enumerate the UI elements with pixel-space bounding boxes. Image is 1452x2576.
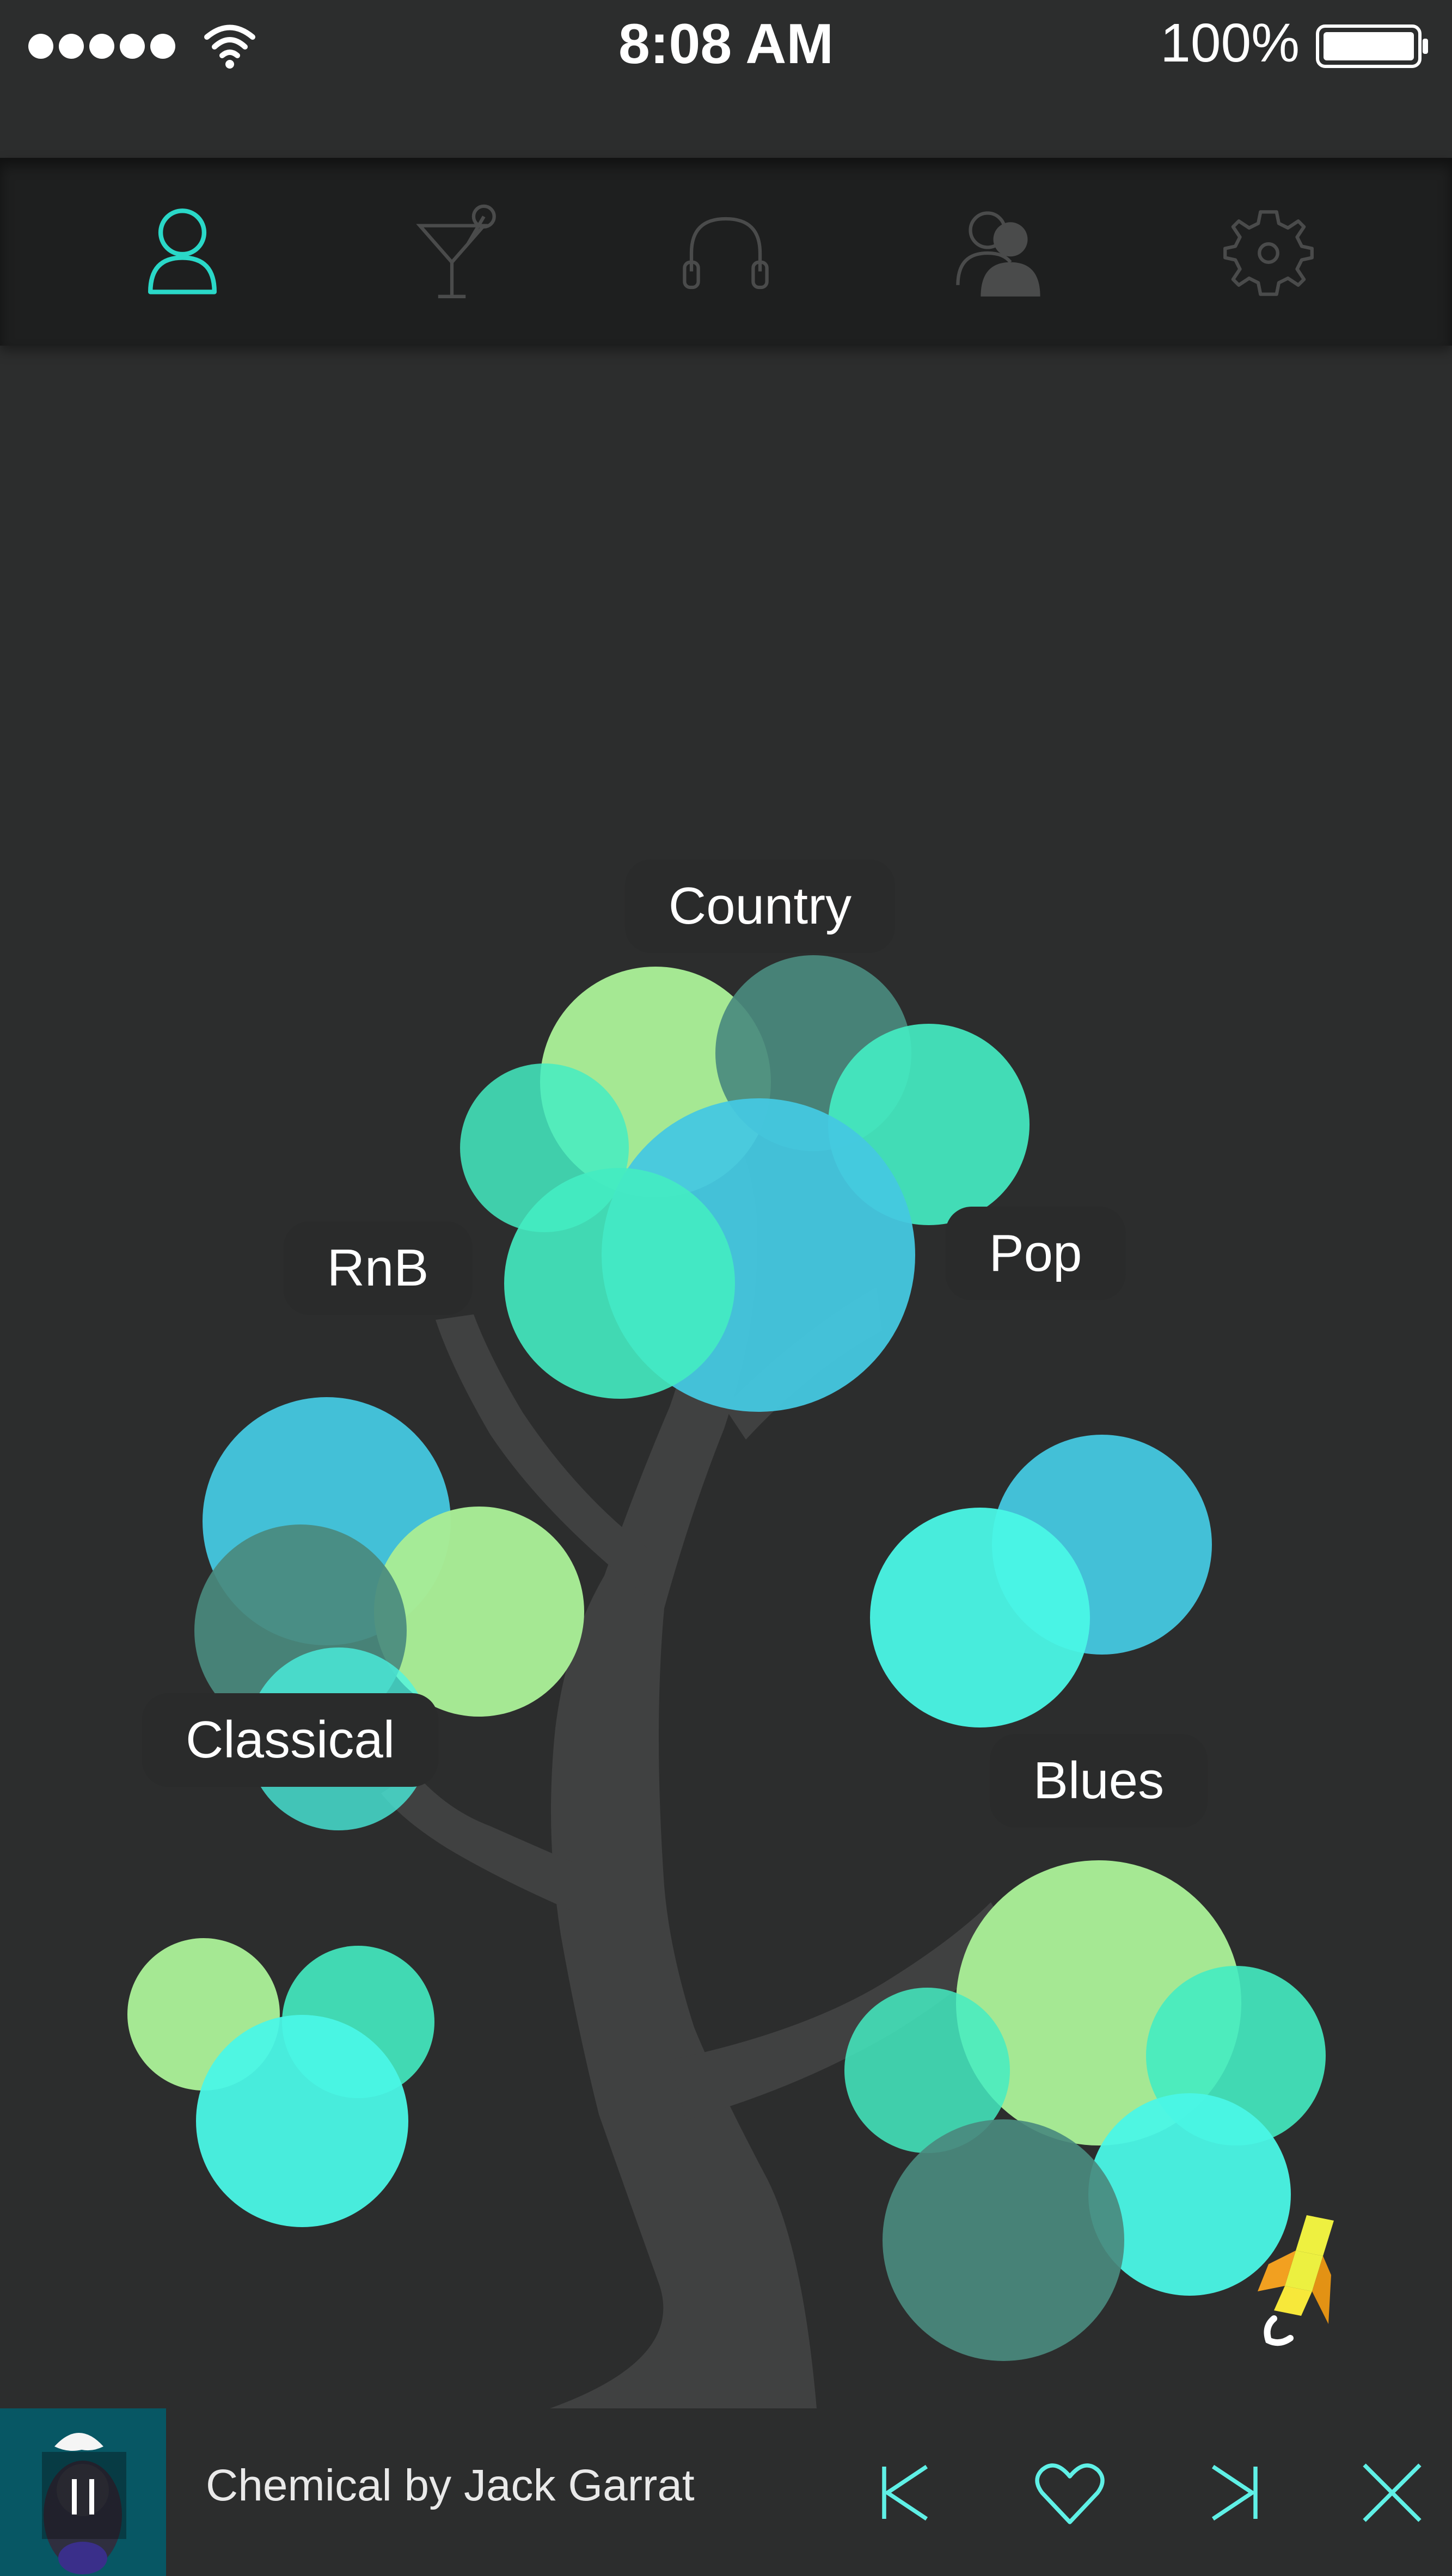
track-title: Chemical by Jack Garrat: [206, 2461, 695, 2510]
previous-button[interactable]: [852, 2441, 955, 2544]
previous-icon: [882, 2464, 928, 2521]
country-bubbles[interactable]: [460, 955, 1030, 1412]
status-time: 8:08 AM: [618, 13, 834, 76]
tab-friends[interactable]: [936, 190, 1062, 316]
close-button[interactable]: [1340, 2441, 1444, 2544]
album-art[interactable]: [0, 2408, 166, 2576]
genre-label-classical[interactable]: Classical: [142, 1693, 439, 1787]
cocktail-glass-icon: [416, 204, 496, 298]
users-icon: [956, 211, 1040, 297]
pop-bubbles[interactable]: [870, 1435, 1212, 1727]
blues-bubbles[interactable]: [844, 1860, 1326, 2361]
tab-settings[interactable]: [1206, 190, 1331, 316]
tab-drinks[interactable]: [389, 190, 514, 316]
tab-music[interactable]: [663, 190, 788, 316]
wifi-icon: [204, 24, 255, 69]
genre-label-pop[interactable]: Pop: [945, 1207, 1126, 1300]
genre-label-blues[interactable]: Blues: [989, 1734, 1208, 1828]
now-playing-bar: Chemical by Jack Garrat: [0, 2408, 1452, 2576]
genre-label-country[interactable]: Country: [624, 859, 896, 953]
tree-illustration: [127, 955, 1326, 2408]
close-icon: [1363, 2463, 1422, 2522]
user-icon: [148, 208, 217, 294]
next-icon: [1211, 2464, 1258, 2521]
like-button[interactable]: [1018, 2441, 1122, 2544]
headphones-icon: [683, 217, 769, 290]
signal-dots-icon: [28, 34, 175, 60]
genre-tree: Country RnB Pop Classical Blues: [0, 346, 1452, 2408]
heart-icon: [1035, 2463, 1105, 2524]
status-bar: 8:08 AM 100%: [0, 0, 1452, 158]
tab-profile[interactable]: [120, 190, 245, 316]
rocket-icon: [1258, 2215, 1334, 2346]
tab-bar: [0, 158, 1452, 346]
battery-percent: 100%: [1160, 13, 1300, 73]
battery-icon: [1316, 24, 1428, 68]
gear-icon: [1223, 210, 1314, 296]
classical-bubbles[interactable]: [127, 1938, 434, 2227]
pause-icon[interactable]: [0, 2408, 166, 2576]
genre-label-rnb[interactable]: RnB: [283, 1221, 473, 1315]
next-button[interactable]: [1184, 2441, 1288, 2544]
